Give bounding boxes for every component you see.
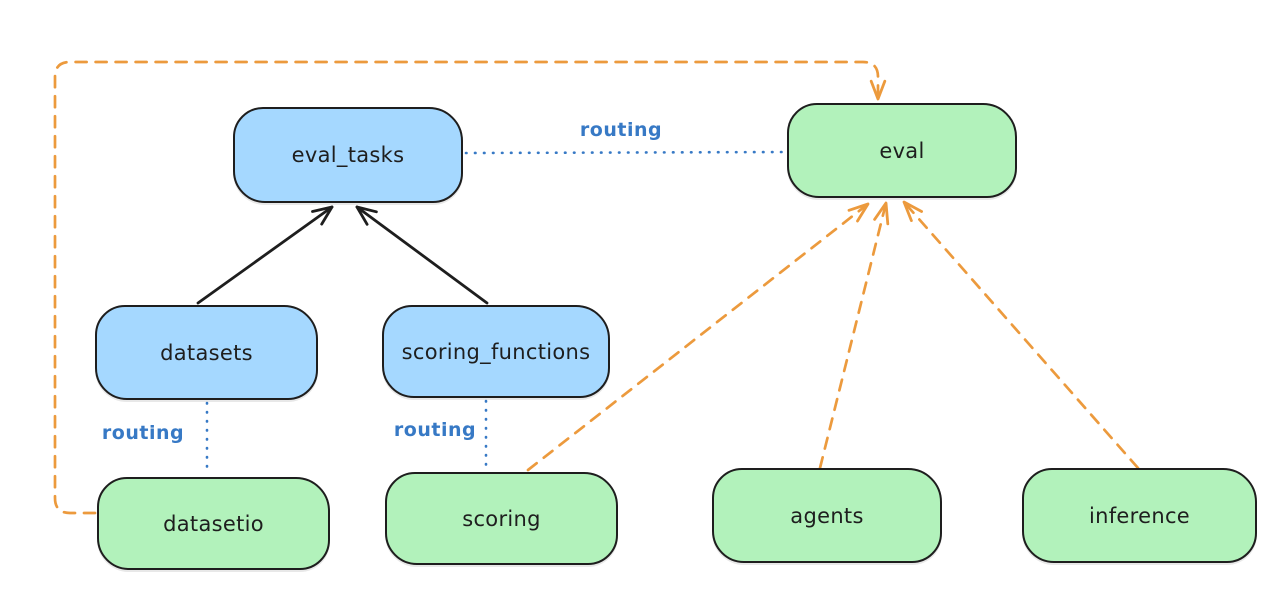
- edge-datasetio-to-eval: [53, 60, 887, 515]
- node-scoring-label: scoring: [462, 506, 541, 531]
- node-inference: inference: [1022, 468, 1257, 563]
- node-eval-tasks-label: eval_tasks: [291, 143, 405, 167]
- routing-label-eval-tasks-eval: routing: [579, 119, 663, 141]
- node-eval-tasks: eval_tasks: [233, 107, 463, 203]
- node-scoring-functions-label: scoring_functions: [401, 339, 591, 364]
- node-scoring-functions: scoring_functions: [382, 305, 610, 398]
- node-inference-label: inference: [1088, 503, 1191, 528]
- edge-eval-tasks-to-eval-routing: [464, 150, 786, 155]
- node-eval: eval: [787, 103, 1017, 198]
- node-agents: agents: [712, 468, 942, 563]
- edge-datasets-to-eval-tasks: [196, 205, 334, 305]
- node-datasetio-label: datasetio: [163, 511, 264, 536]
- node-datasets-label: datasets: [160, 340, 253, 365]
- node-agents-label: agents: [790, 503, 864, 528]
- node-datasets: datasets: [95, 305, 318, 400]
- routing-label-scoring-functions-scoring: routing: [393, 419, 477, 441]
- node-datasetio: datasetio: [97, 477, 330, 570]
- edge-scoring-functions-to-eval-tasks: [355, 205, 489, 305]
- node-eval-label: eval: [879, 138, 925, 163]
- edge-inference-to-eval: [902, 200, 1140, 470]
- routing-label-datasets-datasetio: routing: [101, 422, 185, 444]
- node-scoring: scoring: [385, 472, 618, 565]
- edge-agents-to-eval: [818, 201, 890, 470]
